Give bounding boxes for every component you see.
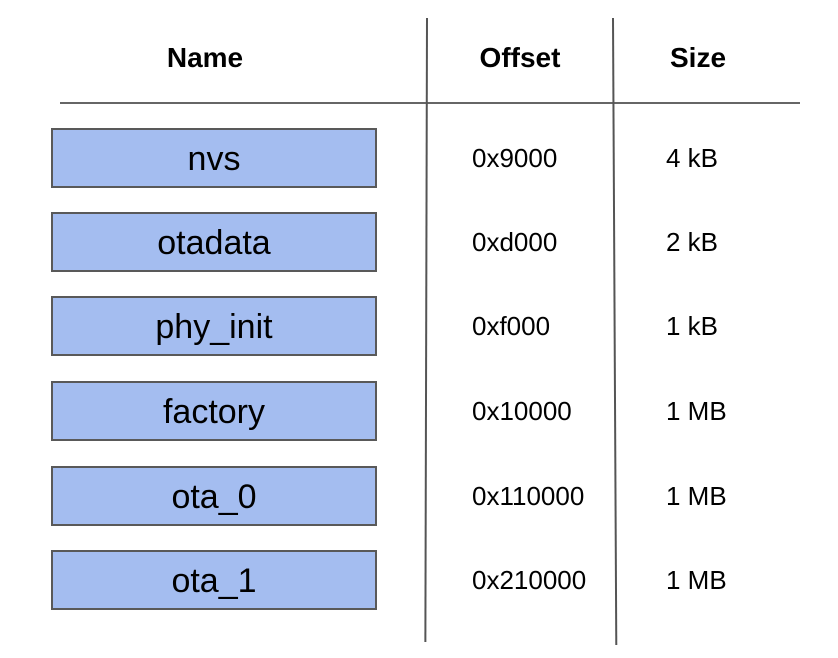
partition-name-box: phy_init	[51, 296, 377, 356]
partition-offset: 0x110000	[472, 481, 585, 511]
partition-size: 4 kB	[666, 143, 719, 173]
partition-size: 1 kB	[666, 311, 719, 341]
partition-row: otadata 0xd000 2 kB	[0, 212, 838, 276]
partition-row: phy_init 0xf000 1 kB	[0, 296, 838, 360]
partition-size: 1 MB	[666, 396, 727, 426]
partition-name-box: factory	[51, 381, 377, 441]
partition-offset: 0xf000	[472, 311, 551, 341]
partition-name-box: ota_1	[51, 550, 377, 610]
partition-size: 1 MB	[666, 565, 727, 595]
partition-offset: 0x9000	[472, 143, 558, 173]
partition-offset: 0x10000	[472, 396, 572, 426]
header-offset: Offset	[479, 42, 561, 73]
header-divider	[60, 102, 800, 104]
partition-name-box: nvs	[51, 128, 377, 188]
partition-offset: 0x210000	[472, 565, 587, 595]
partition-name-box: otadata	[51, 212, 377, 272]
partition-row: ota_0 0x110000 1 MB	[0, 466, 838, 530]
partition-row: ota_1 0x210000 1 MB	[0, 550, 838, 614]
partition-row: factory 0x10000 1 MB	[0, 381, 838, 445]
partition-row: nvs 0x9000 4 kB	[0, 128, 838, 192]
partition-size: 1 MB	[666, 481, 727, 511]
header-name: Name	[166, 42, 244, 73]
partition-offset: 0xd000	[472, 227, 558, 257]
header-size: Size	[669, 42, 727, 73]
partition-name-box: ota_0	[51, 466, 377, 526]
partition-size: 2 kB	[666, 227, 719, 257]
